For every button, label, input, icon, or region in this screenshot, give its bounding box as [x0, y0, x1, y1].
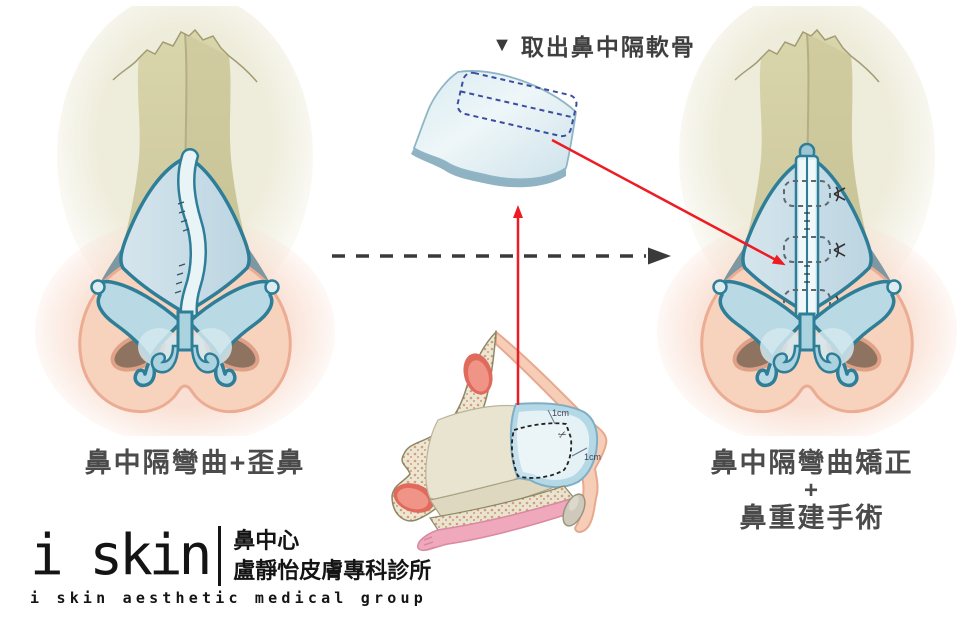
logo-divider [218, 526, 222, 586]
nose-cross-section: 1cm 1cm ✂ [391, 329, 608, 552]
left-nose-figure [35, 6, 335, 436]
alar-curl-knob-left [90, 279, 106, 295]
margin-guide-upper [547, 409, 556, 425]
septal-cartilage-region: 1cm 1cm ✂ [509, 402, 601, 488]
tooth [562, 493, 586, 527]
graft-slab [412, 70, 577, 181]
brand-logo: i skin 鼻中心 盧靜怡皮膚專科診所 i skin aesthetic me… [30, 526, 431, 607]
suture-mark-icon [833, 242, 846, 258]
septum-deviated [174, 148, 208, 318]
columella-curls [150, 310, 220, 374]
septum-straightened [783, 142, 846, 320]
splint-dashed-rect-2 [783, 236, 846, 263]
right-caption-line-2: + [803, 476, 820, 504]
right-caption-line-3: 鼻重建手術 [739, 502, 885, 533]
septum-suture-ticks [804, 212, 810, 283]
frontal-sinus [463, 353, 493, 395]
margin-guide-lower [571, 447, 588, 457]
cartilage-highlight-left [760, 328, 802, 366]
splint-dashed-rect-1 [783, 180, 846, 207]
suture-mark-icon [833, 186, 846, 202]
right-caption-line-1: 鼻中隔彎曲矯正 [710, 448, 914, 478]
margin-label-lower: 1cm [584, 452, 601, 462]
mucosa-ridges [423, 536, 436, 551]
clinic-names: 鼻中心 盧靜怡皮膚專科診所 [233, 526, 431, 585]
left-figure-caption: 鼻中隔彎曲+歪鼻 [84, 448, 306, 478]
columella-curls [772, 312, 842, 374]
septum-suture-ticks [174, 201, 190, 294]
cartilage-highlight-left [138, 328, 180, 366]
graft-cut-outline [456, 71, 578, 138]
bone-crack-lines [112, 28, 258, 83]
frontal-bone [391, 330, 497, 522]
step-title: 取出鼻中隔軟骨 [520, 34, 696, 60]
brand-tagline: i skin aesthetic medical group [30, 589, 427, 607]
dashed-transition-arrow-icon [332, 247, 671, 265]
brand-wordmark: i skin [30, 523, 212, 589]
cartilage-highlight-right [812, 328, 854, 366]
triangle-down-icon: ▼ [492, 34, 512, 56]
margin-label-upper: 1cm [552, 408, 569, 418]
harvested-cartilage-graft [411, 70, 578, 188]
palate-mucosa [417, 497, 578, 552]
clinic-full-name: 盧靜怡皮膚專科診所 [233, 558, 432, 583]
resection-dashed-outline [511, 422, 573, 479]
cartilage-highlight-right [190, 328, 232, 366]
red-graft-arrow-icon [551, 138, 786, 266]
right-figure-caption: 鼻中隔彎曲矯正 + 鼻重建手術 [660, 449, 964, 532]
step-header: ▼ 取出鼻中隔軟骨 [438, 28, 750, 62]
lower-sinus [393, 483, 435, 513]
graft-thickness-edge [411, 148, 566, 188]
clinic-unit-name: 鼻中心 [233, 528, 300, 554]
